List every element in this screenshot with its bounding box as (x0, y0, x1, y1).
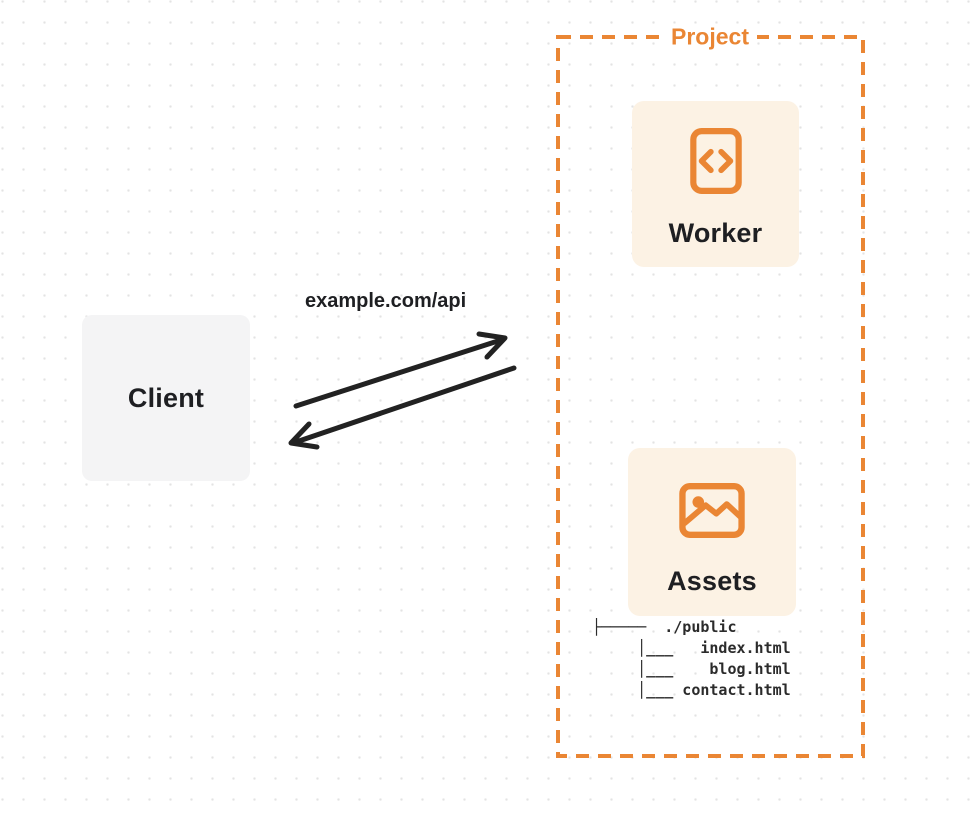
worker-label: Worker (668, 218, 763, 248)
assets-file-tree: ├───── ./public │___ index.html │___ blo… (592, 618, 791, 699)
project-label: Project (663, 23, 757, 51)
request-arrow (293, 331, 508, 409)
assets-node: Assets (628, 448, 796, 616)
request-url-label: example.com/api (305, 290, 467, 312)
client-node: Client (82, 315, 250, 481)
client-label: Client (127, 382, 205, 413)
worker-node: Worker (632, 101, 799, 267)
assets-label: Assets (667, 566, 757, 596)
response-arrow (288, 365, 517, 450)
code-icon (689, 128, 742, 194)
image-icon (679, 483, 745, 538)
